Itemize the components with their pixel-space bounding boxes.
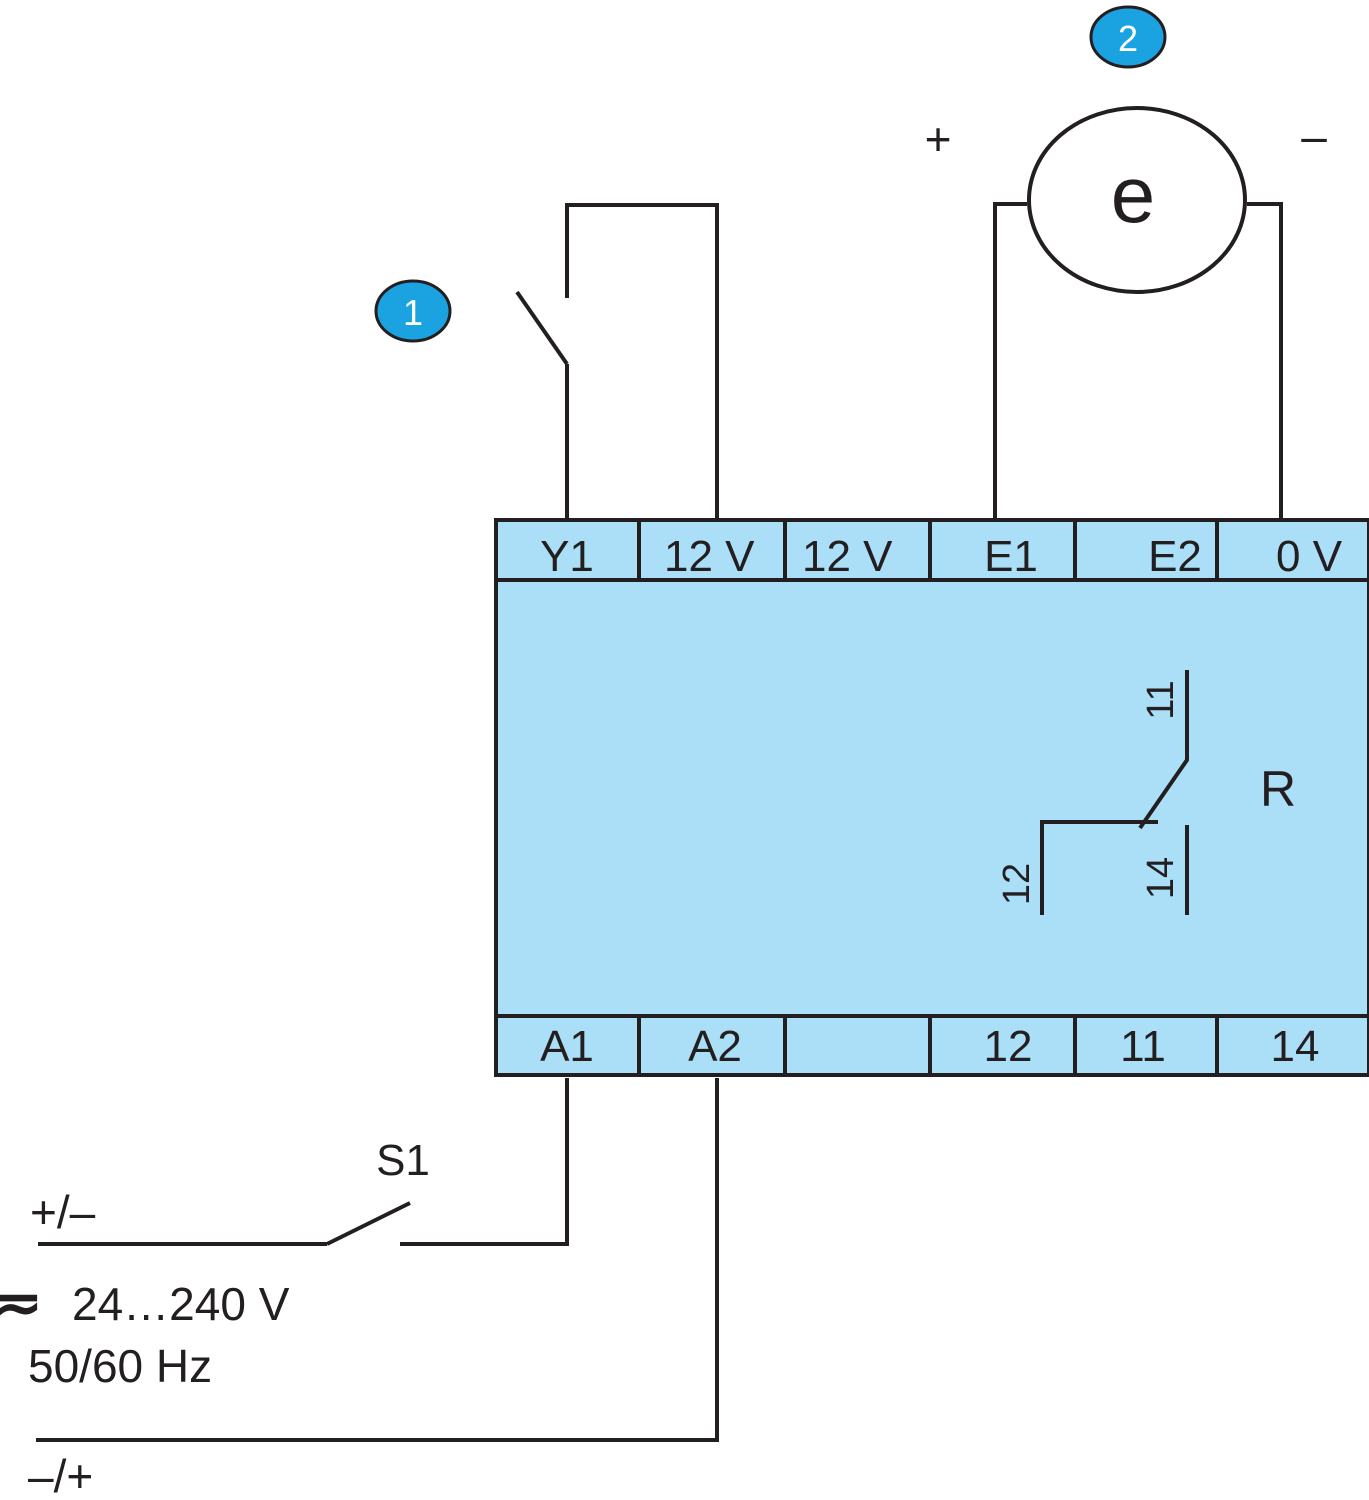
callout-1-number: 1	[403, 292, 423, 333]
terminal-a1: A1	[540, 1022, 594, 1071]
terminal-0v: 0 V	[1276, 532, 1343, 581]
sensor-plus: +	[925, 113, 952, 165]
sensor-minus: –	[1301, 110, 1327, 162]
terminal-14: 14	[1271, 1022, 1320, 1071]
contact-label-11: 11	[1140, 680, 1182, 719]
top-terminals: Y1 12 V 12 V E1 E2 0 V	[540, 532, 1343, 581]
terminal-y1: Y1	[540, 532, 594, 581]
contact-label-14: 14	[1140, 857, 1182, 899]
supply-wiring: S1 +/– ≂ 24…240 V 50/60 Hz –/+	[0, 1078, 719, 1500]
terminal-e1: E1	[984, 532, 1038, 581]
callout-2-number: 2	[1118, 18, 1138, 59]
terminal-12v-a: 12 V	[664, 532, 755, 581]
module-body	[494, 518, 1369, 1077]
callout-1: 1	[374, 279, 452, 343]
contact-label-12: 12	[996, 863, 1038, 905]
sensor-symbol: e	[1111, 150, 1156, 239]
supply-frequency: 50/60 Hz	[28, 1340, 212, 1392]
switch-label: S1	[376, 1136, 430, 1185]
control-switch	[515, 203, 719, 518]
relay-label: R	[1260, 761, 1296, 817]
terminal-11: 11	[1120, 1022, 1166, 1071]
supply-voltage: 24…240 V	[72, 1278, 290, 1330]
callout-2-badge	[1089, 5, 1167, 69]
relay-contact-symbol: 11 12 14 R	[996, 670, 1296, 915]
terminal-e2: E2	[1148, 532, 1202, 581]
ac-dc-symbol: ≂	[0, 1270, 42, 1335]
terminal-12: 12	[984, 1022, 1033, 1071]
sensor: e + –	[925, 106, 1327, 518]
sensor-circle	[1027, 106, 1247, 294]
terminal-12v-b: 12 V	[802, 532, 893, 581]
terminal-a2: A2	[688, 1022, 742, 1071]
relay-module	[494, 518, 1369, 1077]
supply-line-top: +/–	[30, 1186, 96, 1238]
callout-1-badge	[374, 279, 452, 343]
bottom-terminals: A1 A2 12 11 14	[540, 1022, 1319, 1071]
callout-2: 2	[1089, 5, 1167, 69]
supply-line-bottom: –/+	[28, 1450, 93, 1500]
